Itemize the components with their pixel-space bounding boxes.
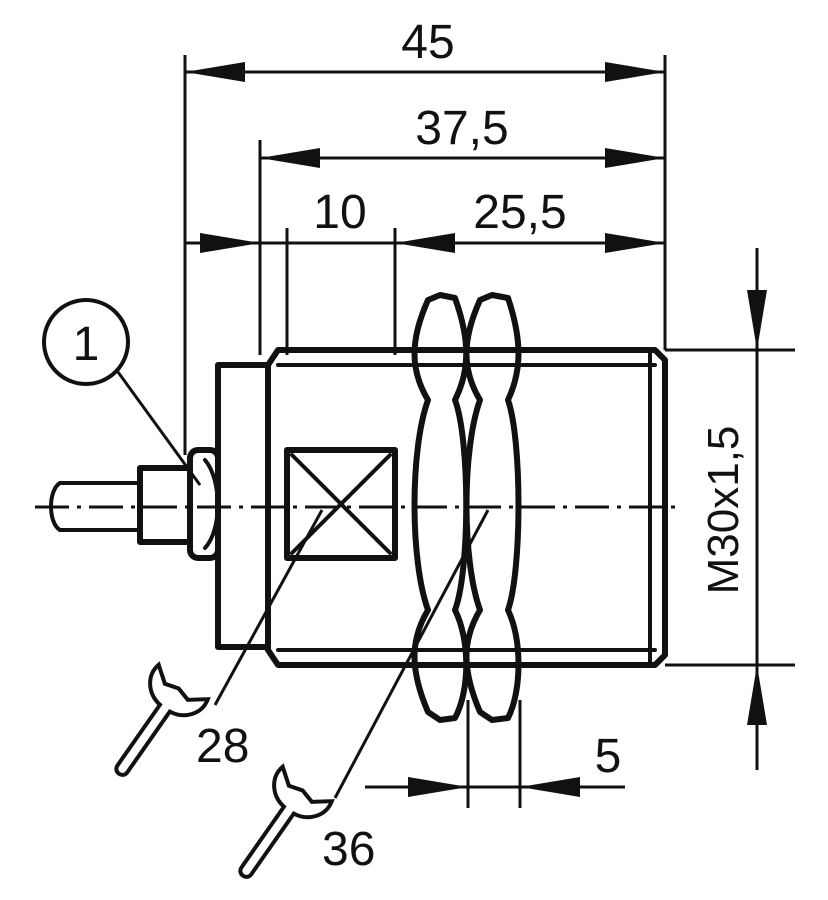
dim-37-5-label: 37,5 (415, 102, 508, 155)
dim-25-5-label: 25,5 (473, 186, 566, 239)
wrench-icon-28 (114, 661, 211, 777)
extension-lines (183, 55, 795, 808)
lock-nut-left (411, 292, 470, 723)
callout-1: 1 (42, 298, 202, 486)
dimension-thread-diameter: M30x1,5 (699, 248, 767, 770)
dimension-nut-width: 5 (365, 730, 625, 797)
wrench-size-36: 36 (322, 823, 375, 876)
dim-10-label: 10 (313, 186, 366, 239)
dimension-thread-to-front: 37,5 (260, 102, 665, 168)
dimension-overall-length: 45 (185, 16, 665, 82)
dim-45-label: 45 (401, 16, 454, 69)
dim-5-label: 5 (595, 730, 622, 783)
wrench-leaders (213, 509, 490, 799)
wrench-icon-36 (238, 763, 335, 879)
callout-circle (42, 298, 130, 386)
callout-number: 1 (73, 318, 100, 371)
lock-nut-right (463, 292, 522, 723)
dimension-hex-and-thread: 10 25,5 (185, 186, 665, 253)
wrench-size-28: 28 (196, 720, 249, 773)
thread-spec-label: M30x1,5 (699, 426, 748, 595)
cable-gland (137, 447, 221, 561)
